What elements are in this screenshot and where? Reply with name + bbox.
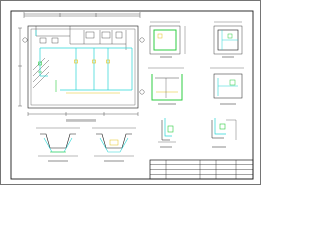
sheet-inner-border: [10, 10, 254, 180]
detail-plan-a: [149, 21, 186, 58]
plan-green-marks: [38, 61, 57, 92]
foundation-section-b: [92, 127, 136, 162]
detail-plan-b: [213, 21, 243, 58]
plan-pipe-network: [35, 30, 133, 91]
foundation-section-a: [36, 127, 80, 162]
pipe-detail-a: [158, 118, 176, 148]
title-block: [149, 159, 254, 180]
plan-fittings: [66, 59, 120, 94]
section-view-a: [148, 67, 184, 105]
main-plan-view: [18, 12, 145, 122]
sheet-outer-border: [0, 0, 261, 185]
section-view-b: [210, 67, 244, 105]
pipe-detail-b: [211, 118, 237, 148]
cad-drawing-sheet: [0, 0, 261, 185]
